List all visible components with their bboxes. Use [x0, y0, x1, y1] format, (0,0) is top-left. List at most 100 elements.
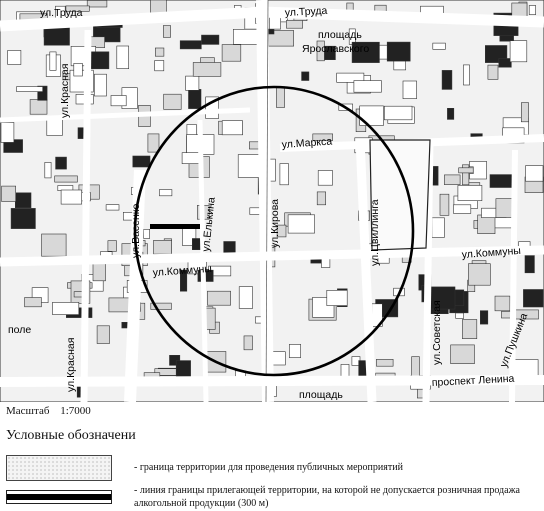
building [450, 344, 475, 364]
building [468, 263, 491, 286]
building [163, 25, 171, 38]
building [44, 162, 52, 179]
label-pole: поле [8, 324, 31, 336]
building [238, 286, 253, 309]
building [494, 295, 511, 312]
legend-swatch-thick-line [6, 490, 112, 504]
building [108, 297, 130, 313]
building [431, 217, 445, 238]
building [116, 45, 130, 70]
building [455, 312, 465, 319]
building [181, 152, 201, 164]
label-elkina: ул.Елькина [200, 196, 218, 252]
building [154, 60, 165, 72]
building [498, 58, 512, 68]
building [143, 229, 151, 239]
building [73, 63, 83, 77]
label-tsvillinga: ул.Цвиллинга [369, 199, 381, 266]
building [444, 174, 461, 185]
building [52, 301, 80, 315]
building [317, 170, 333, 186]
building [10, 208, 36, 229]
building [96, 325, 110, 344]
building [192, 238, 201, 250]
building [301, 71, 310, 81]
building [188, 89, 202, 109]
building [312, 133, 333, 141]
label-kirova: ул.Кирова [269, 199, 281, 248]
label-marksa: ул.Маркса [281, 135, 332, 150]
building [94, 73, 107, 97]
label-trud-center: ул.Труда [285, 5, 328, 19]
building [353, 80, 382, 93]
building [55, 156, 67, 170]
scale-label: Масштаб [6, 405, 50, 417]
building [153, 240, 172, 255]
building [439, 193, 450, 216]
building [457, 185, 483, 201]
legend-item-alcohol-boundary: - линия границы прилегающей территории, … [6, 484, 538, 510]
building [411, 356, 420, 377]
building [54, 175, 78, 183]
building [15, 192, 32, 209]
building [41, 233, 67, 257]
building [24, 297, 42, 308]
building [336, 72, 365, 83]
building [150, 302, 172, 310]
building [458, 167, 474, 174]
building [276, 86, 285, 108]
building [402, 80, 417, 100]
building [432, 42, 446, 50]
building [276, 224, 287, 238]
building [105, 204, 120, 211]
building [1, 185, 17, 202]
building [386, 41, 411, 62]
building [376, 358, 394, 367]
map-canvas: ул.Труда ул.Труда ул.Труда ул.Труда площ… [0, 0, 544, 402]
legend-item-public-events: - граница территории для проведения публ… [6, 455, 538, 481]
scale-value: 1:7000 [60, 405, 91, 417]
building [201, 34, 220, 45]
building [462, 164, 470, 186]
label-ploshchad-bottom: площадь [299, 389, 343, 401]
label-ploshchad-1: площадь [318, 29, 362, 41]
building [169, 354, 181, 366]
building [192, 62, 222, 77]
building [37, 85, 48, 101]
building [179, 40, 202, 50]
building [453, 204, 472, 214]
building [159, 189, 173, 197]
building [155, 47, 165, 57]
building [46, 118, 63, 136]
building [286, 20, 303, 29]
building [528, 5, 537, 15]
boundary-line-segment [150, 224, 200, 229]
building [509, 40, 528, 63]
building [351, 41, 380, 63]
scale-row: Масштаб 1:7000 [6, 405, 99, 417]
label-krasnaya-top: ул.Красная [59, 64, 71, 118]
boundary-circle [133, 85, 415, 377]
building [221, 120, 243, 136]
legend-title: Условные обозначени [6, 428, 136, 443]
label-kommuny-right: ул.Коммуны [461, 245, 521, 261]
label-lenina: проспект Ленина [432, 373, 515, 389]
building [447, 108, 455, 120]
building [29, 99, 48, 115]
building [462, 319, 478, 340]
building [132, 155, 151, 168]
building [463, 64, 470, 86]
building [180, 269, 188, 292]
building [7, 50, 22, 65]
building [383, 105, 413, 121]
building [279, 163, 289, 186]
building [441, 70, 453, 90]
building [243, 335, 253, 351]
building [147, 133, 160, 153]
building [326, 289, 348, 306]
label-ploshchad-2: Ярославского [302, 43, 369, 55]
building [16, 86, 44, 92]
building [185, 75, 200, 91]
building [520, 102, 529, 123]
label-trud-left: ул.Труда [40, 7, 83, 19]
